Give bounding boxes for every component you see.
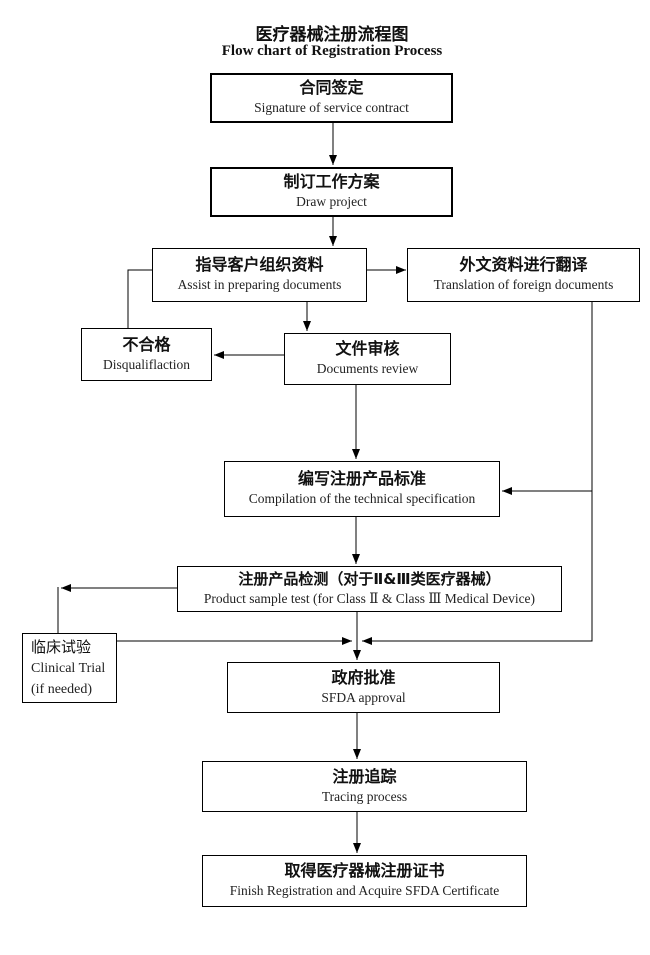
- node-approval: 政府批准 SFDA approval: [227, 662, 500, 713]
- node-sample-test-zh: 注册产品检测（对于Ⅱ&Ⅲ类医疗器械）: [238, 570, 501, 589]
- node-clinical-trial-note: (if needed): [31, 682, 93, 698]
- node-assist-zh: 指导客户组织资料: [195, 255, 324, 275]
- node-contract-zh: 合同签定: [299, 78, 364, 98]
- node-review: 文件审核 Documents review: [284, 333, 451, 385]
- node-tracing-en: Tracing process: [321, 788, 408, 804]
- node-assist: 指导客户组织资料 Assist in preparing documents: [152, 248, 367, 302]
- node-project: 制订工作方案 Draw project: [210, 167, 453, 217]
- line-disqualification-to-assist: [127, 269, 152, 328]
- node-specification-en: Compilation of the technical specificati…: [248, 491, 476, 507]
- node-translation-zh: 外文资料进行翻译: [459, 255, 588, 275]
- node-disqualification: 不合格 Disqualiflaction: [81, 328, 212, 381]
- node-review-zh: 文件审核: [335, 339, 400, 359]
- page-title-zh: 医疗器械注册流程图: [255, 25, 409, 45]
- node-approval-zh: 政府批准: [331, 667, 396, 687]
- node-translation-en: Translation of foreign documents: [433, 277, 614, 293]
- node-certificate-en: Finish Registration and Acquire SFDA Cer…: [229, 883, 500, 899]
- node-sample-test: 注册产品检测（对于Ⅱ&Ⅲ类医疗器械） Product sample test (…: [177, 566, 562, 612]
- node-approval-en: SFDA approval: [321, 689, 406, 705]
- node-assist-en: Assist in preparing documents: [177, 277, 342, 293]
- node-disqualification-en: Disqualiflaction: [103, 356, 190, 372]
- node-sample-test-en: Product sample test (for Class Ⅱ & Class…: [203, 590, 536, 606]
- page-title-en: Flow chart of Registration Process: [221, 43, 443, 59]
- node-tracing: 注册追踪 Tracing process: [202, 761, 527, 812]
- node-specification-zh: 编写注册产品标准: [297, 469, 426, 489]
- node-translation: 外文资料进行翻译 Translation of foreign document…: [407, 248, 640, 302]
- node-clinical-trial-en: Clinical Trial: [31, 661, 106, 677]
- node-disqualification-zh: 不合格: [122, 334, 171, 354]
- node-clinical-trial: 临床试验 Clinical Trial (if needed): [22, 633, 117, 703]
- node-certificate: 取得医疗器械注册证书 Finish Registration and Acqui…: [202, 855, 527, 907]
- node-clinical-trial-zh: 临床试验: [31, 637, 92, 656]
- node-review-en: Documents review: [316, 361, 419, 377]
- node-certificate-zh: 取得医疗器械注册证书: [284, 861, 445, 881]
- node-contract-en: Signature of service contract: [254, 100, 409, 116]
- node-project-en: Draw project: [296, 194, 367, 210]
- node-contract: 合同签定 Signature of service contract: [210, 73, 453, 123]
- node-specification: 编写注册产品标准 Compilation of the technical sp…: [224, 461, 500, 517]
- node-project-zh: 制订工作方案: [283, 172, 380, 192]
- node-tracing-zh: 注册追踪: [332, 766, 397, 786]
